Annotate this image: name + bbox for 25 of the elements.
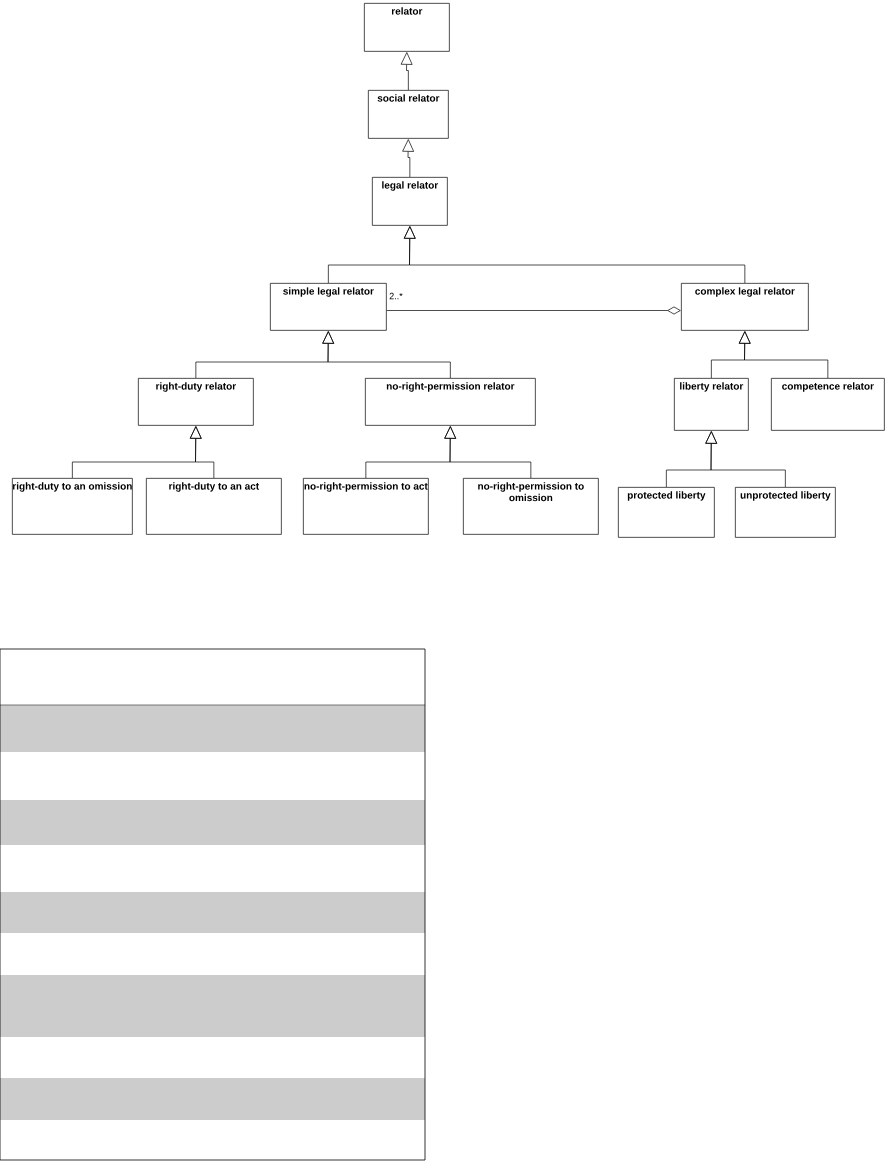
aggregation-line <box>386 306 681 315</box>
class-box: simple legal relator <box>270 283 387 331</box>
generalization-arrow <box>444 426 532 479</box>
class-box: no-right-permission to omission <box>463 478 599 535</box>
class-box: unprotected liberty <box>735 487 836 538</box>
class-box: protected liberty <box>618 487 715 538</box>
generalization-arrow <box>189 426 215 479</box>
generalization-arrow <box>705 431 786 488</box>
class-box: right-duty to an act <box>146 478 282 535</box>
class-box: no-right-permission to act <box>303 478 429 535</box>
class-box: legal relator <box>372 177 448 226</box>
class-box: competence relator <box>771 378 885 431</box>
generalization-arrow <box>403 226 746 284</box>
class-box: no-right-permission relator <box>365 378 536 426</box>
class-box: complex legal relator <box>681 283 809 331</box>
generalization-arrow <box>402 139 414 178</box>
class-box: relator <box>364 3 450 52</box>
generalization-arrow <box>738 331 829 379</box>
generalization-arrow <box>400 52 413 91</box>
class-box: right-duty to an omission <box>12 478 133 535</box>
generalization-arrow <box>322 331 451 379</box>
class-box: liberty relator <box>674 378 749 431</box>
class-box: right-duty relator <box>138 378 254 426</box>
class-box: social relator <box>368 90 449 139</box>
multiplicity-label: 2..* <box>388 291 404 301</box>
